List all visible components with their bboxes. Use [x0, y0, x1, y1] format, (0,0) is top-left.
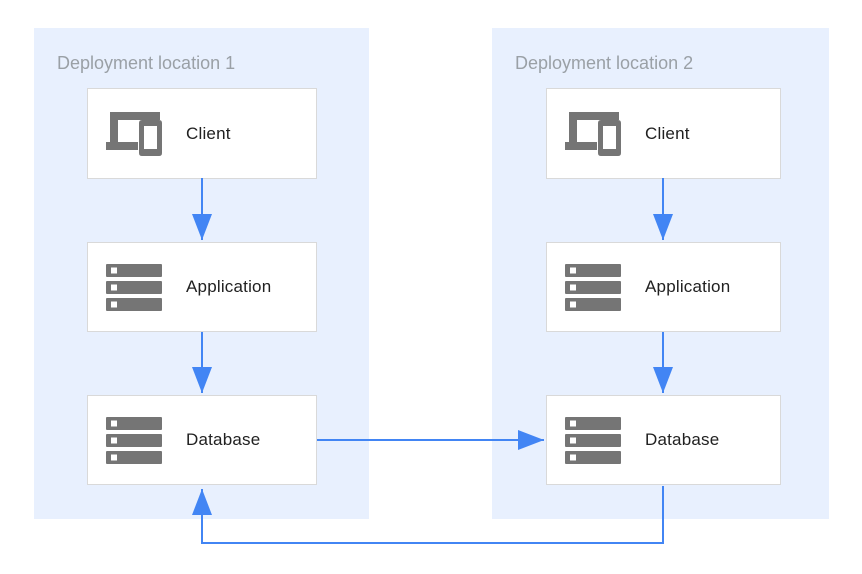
devices-icon: [565, 111, 621, 156]
node-label-application-2: Application: [645, 277, 731, 296]
zone-title-1: Deployment location 1: [57, 53, 236, 73]
server-stack-icon: [565, 263, 621, 311]
node-client-2: Client: [546, 88, 781, 179]
node-label-application-1: Application: [186, 277, 272, 296]
node-application-1: Application: [87, 242, 317, 332]
zone-title-2: Deployment location 2: [515, 53, 694, 73]
node-label-client-2: Client: [645, 123, 690, 143]
node-database-1: Database: [87, 395, 317, 485]
node-database-2: Database: [546, 395, 781, 485]
node-client-1: Client: [87, 88, 317, 179]
node-label-database-2: Database: [645, 430, 720, 449]
server-stack-icon: [106, 263, 162, 311]
server-stack-icon: [106, 416, 162, 464]
server-stack-icon: [565, 416, 621, 464]
node-application-2: Application: [546, 242, 781, 332]
node-label-database-1: Database: [186, 430, 261, 449]
devices-icon: [106, 111, 162, 156]
node-label-client-1: Client: [186, 123, 231, 143]
